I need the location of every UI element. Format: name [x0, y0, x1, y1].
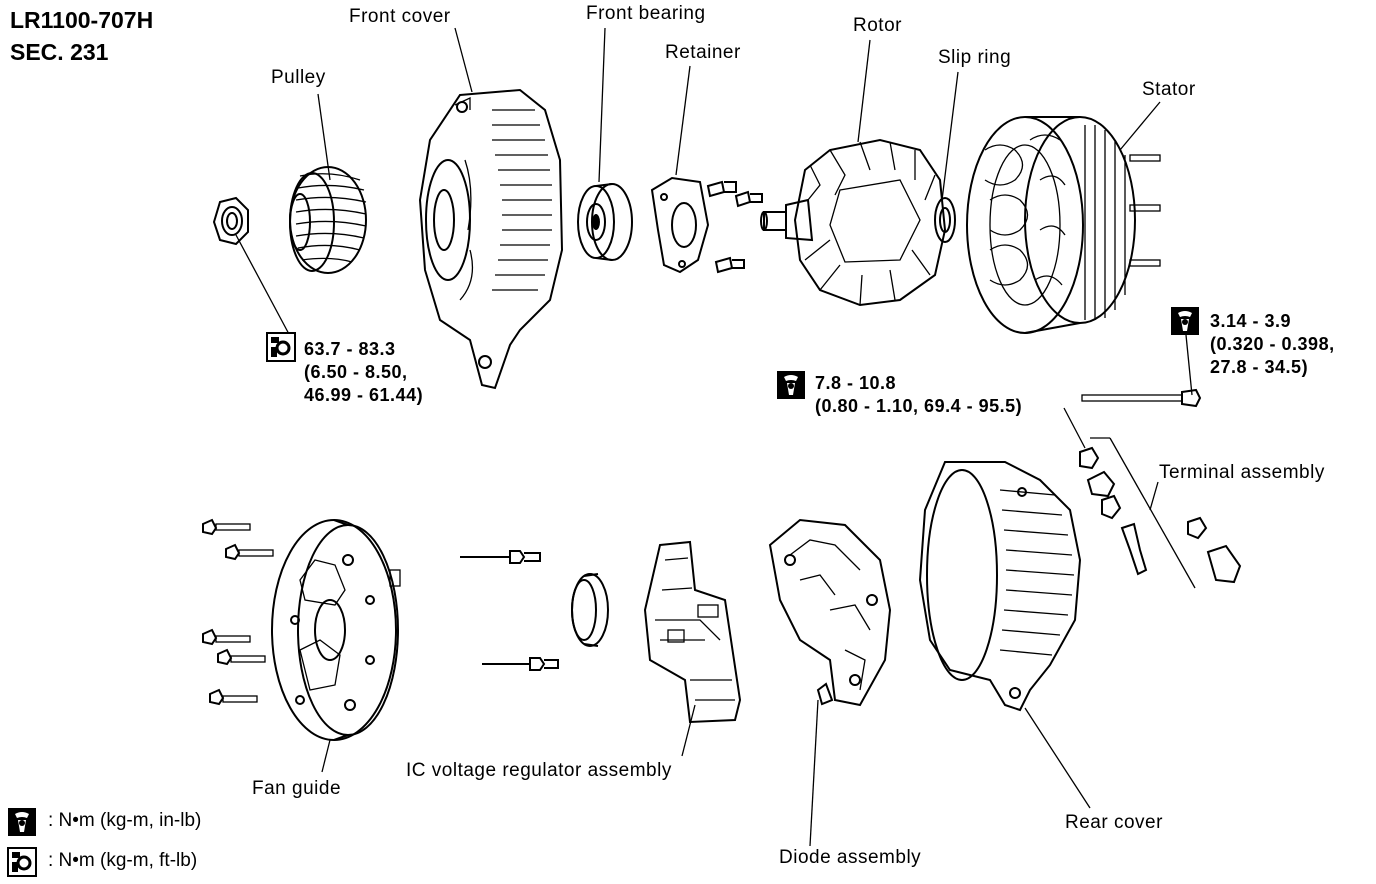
label-stator: Stator [1142, 79, 1196, 100]
diode-assembly [768, 518, 892, 707]
front-bearing [577, 183, 633, 261]
rear-cover [918, 461, 1082, 712]
rotor [760, 138, 956, 307]
torque-wrench-outline-icon [6, 846, 38, 878]
label-rear-cover: Rear cover [1065, 812, 1163, 833]
section-number: SEC. 231 [10, 39, 109, 65]
retainer [650, 176, 710, 274]
torque-pulley-nut-line1: 63.7 - 83.3 [304, 339, 396, 359]
torque-terminal-nut: 7.8 - 10.8 (0.80 - 1.10, 69.4 - 95.5) [815, 372, 1022, 418]
label-slip-ring: Slip ring [938, 47, 1012, 68]
label-rotor: Rotor [853, 15, 902, 36]
label-retainer: Retainer [665, 42, 741, 63]
torque-wrench-solid-icon [777, 371, 805, 399]
torque-wrench-outline-icon [265, 331, 297, 363]
fan-guide-screws [202, 518, 274, 706]
torque-wrench-solid-icon [1171, 307, 1199, 335]
legend-ft-lb: : N•m (kg-m, ft-lb) [48, 850, 197, 872]
seal-ring [571, 573, 609, 647]
label-ic-voltage-regulator: IC voltage regulator assembly [406, 760, 672, 781]
torque-terminal-nut-line2: (0.80 - 1.10, 69.4 - 95.5) [815, 396, 1023, 416]
torque-pulley-nut-line2: (6.50 - 8.50, [304, 362, 408, 382]
torque-wrench-solid-icon [8, 808, 36, 836]
label-fan-guide: Fan guide [252, 778, 342, 799]
label-terminal-assembly: Terminal assembly [1159, 462, 1325, 483]
legend-ft-lb-text: : N•m (kg-m, ft-lb) [48, 850, 198, 871]
torque-through-bolt-line2: (0.320 - 0.398, [1210, 334, 1335, 354]
fan-guide [271, 519, 401, 741]
pulley [289, 166, 367, 274]
front-cover [418, 88, 564, 390]
torque-pulley-nut-line3: 46.99 - 61.44) [304, 385, 424, 405]
ic-voltage-regulator [643, 540, 742, 724]
torque-through-bolt: 3.14 - 3.9 (0.320 - 0.398, 27.8 - 34.5) [1210, 310, 1335, 379]
terminal-assembly [1079, 446, 1242, 584]
pulley-nut [212, 196, 249, 246]
diagram-code: LR1100-707H [10, 7, 154, 33]
torque-through-bolt-line3: 27.8 - 34.5) [1210, 357, 1309, 377]
torque-terminal-nut-line1: 7.8 - 10.8 [815, 373, 897, 393]
through-bolt [1081, 388, 1202, 408]
legend-in-lb-text: : N•m (kg-m, in-lb) [48, 810, 202, 831]
label-front-bearing: Front bearing [586, 3, 706, 24]
legend-in-lb: : N•m (kg-m, in-lb) [48, 810, 201, 832]
retainer-screws [706, 180, 763, 274]
torque-through-bolt-line1: 3.14 - 3.9 [1210, 311, 1292, 331]
torque-pulley-nut: 63.7 - 83.3 (6.50 - 8.50, 46.99 - 61.44) [304, 338, 423, 407]
label-diode-assembly: Diode assembly [779, 847, 922, 868]
stator [966, 116, 1161, 334]
label-pulley: Pulley [271, 67, 326, 88]
label-front-cover: Front cover [349, 6, 451, 27]
rivets [460, 550, 559, 671]
leader-lines [235, 27, 1196, 847]
